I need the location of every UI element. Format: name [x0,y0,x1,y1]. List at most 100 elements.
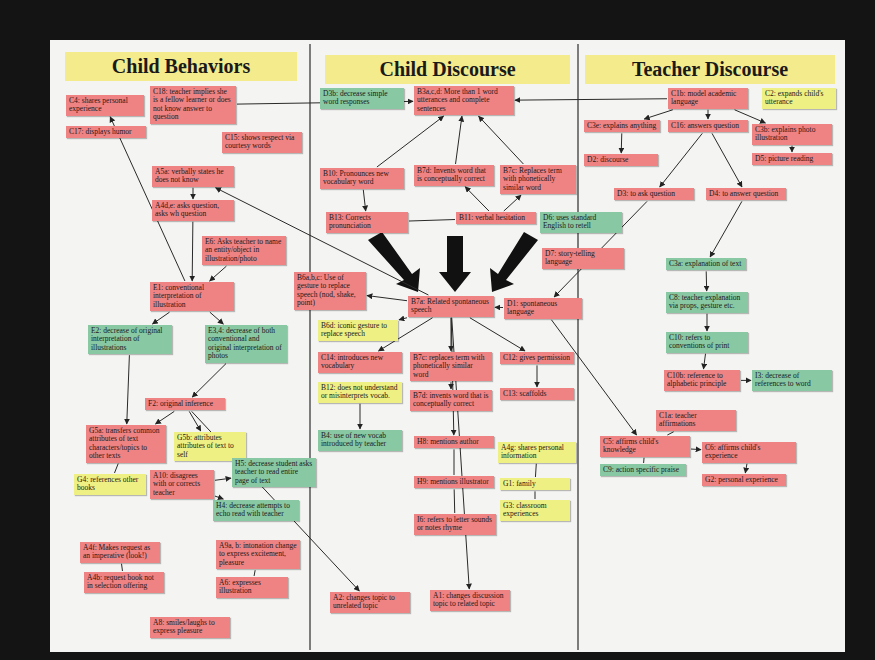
connector [367,296,407,301]
note-text: B7c: replaces term with phonetically sim… [413,354,489,379]
sticky-note: B10: Pronounces new vocabulary word [320,168,404,189]
connector [152,312,169,324]
sticky-note: C13: scaffolds [500,388,574,400]
note-text: B4: use of new vocab introduced by teach… [321,432,399,449]
note-text: B12: does not understand or misinterpret… [321,384,399,401]
connector [535,464,537,477]
connector [710,201,742,257]
note-text: G5a: transfers common attributes of text… [89,427,163,461]
note-text: A4b: request book not in selection offer… [87,574,161,591]
connector [479,116,524,164]
connector [792,146,793,152]
connector [708,110,709,119]
note-text: D4: to answer question [709,190,783,198]
sticky-note: B6d: iconic gesture to replace speech [318,320,398,341]
sticky-note: C8: teacher explanation via props, gestu… [666,292,748,313]
note-text: A8: smiles/laughs to express pleasure [153,619,227,636]
column-header: Child Behaviors [65,52,297,81]
connector [667,432,673,435]
note-text: E6: Asks teacher to name an entity/objec… [205,238,283,263]
sticky-note: C14: introduces new vocabulary [318,352,402,373]
note-text: C3b: explains photo illustration [755,126,829,143]
note-text: A4f: Makes request as an imperative (loo… [83,544,157,561]
note-text: B6d: iconic gesture to replace speech [321,322,395,339]
note-text: C17: displays humor [69,128,143,136]
note-text: B10: Pronounces new vocabulary word [323,170,401,187]
connector [537,365,538,387]
connector [114,464,118,473]
column-header: Teacher Discourse [585,55,835,84]
note-text: A6: expresses illustration [219,579,285,596]
sticky-note: A4d,e: asks question, asks wh question [152,200,234,221]
sticky-note: D7: story-telling language [542,248,624,269]
note-text: B13: Corrects pronunciation [329,214,405,231]
sticky-note: A6: expresses illustration [216,577,288,598]
column-header: Child Discourse [325,55,570,84]
note-text: C5: affirms child's knowledge [603,438,687,455]
sticky-note: C1a: teacher affirmations [656,410,736,431]
sticky-note: C17: displays humor [66,126,146,138]
sticky-note: C6: affirms child's experience [702,442,796,463]
sticky-note: I3: decrease of references to word [752,370,832,391]
note-text: A1: changes discussion topic to related … [433,592,507,609]
note-text: C2: expands child's utterance [765,90,833,107]
connector [470,318,525,351]
connector [660,133,703,187]
note-text: C3a: explanation of text [669,260,743,268]
connector [703,354,705,369]
note-text: D6: uses standard English to retell [543,214,619,231]
sticky-note: D2: discourse [584,154,658,166]
sticky-note: B7d: invents word that is conceptually c… [410,390,492,411]
connector [644,110,673,119]
sticky-note: B7a: Related spontaneous speech [408,296,494,317]
sticky-note: H8: mentions author [414,436,494,448]
connector [360,404,361,429]
note-text: E2: decrease of original interpretation … [91,327,169,352]
connector [495,307,503,308]
connector [515,99,667,100]
sticky-note: C3b: explains photo illustration [752,124,832,145]
sticky-note: A4f: Makes request as an imperative (loo… [80,542,160,563]
connector [706,271,708,291]
note-text: F2: original inference [148,400,222,408]
connector [456,116,462,164]
connector [454,489,456,513]
note-text: D3b: decrease simple word responses [323,90,401,107]
sticky-note: B7d: Invents word that is conceptually c… [414,165,494,186]
sticky-note: C16: answers question [668,120,748,132]
sticky-note: B13: Corrects pronunciation [326,212,408,233]
sticky-note: C2: expands child's utterance [762,88,836,109]
note-text: G2: personal experience [705,476,783,484]
header-text: Child Behaviors [69,55,293,78]
note-text: C9: action specific praise [603,466,683,474]
note-text: C18: teacher implies she is a fellow lea… [153,88,233,122]
sticky-note: A4g: shares personal information [498,442,576,463]
connector [691,449,701,451]
sticky-note: C15: shows respect via courtesy words [222,132,302,153]
sticky-note: D1: spontaneous language [504,298,582,319]
note-text: A4d,e: asks question, asks wh question [155,202,231,219]
connector [215,496,223,499]
note-text: A10: disagrees with or corrects teacher [153,472,211,497]
connector [451,382,452,389]
connector [363,190,365,211]
note-text: G1: family [503,480,567,488]
pointer-arrow [439,236,471,292]
sticky-note: B6a,b,c: Use of gesture to replace speec… [294,272,366,310]
note-text: G5b: attributes attributes of text to se… [177,434,243,459]
note-text: C8: teacher explanation via props, gestu… [669,294,745,311]
connector [621,133,623,153]
connector [504,195,521,211]
sticky-note: D5: picture reading [752,153,832,165]
note-text: E3,4: decrease of both conventional and … [208,327,284,361]
note-text: G4: references other books [77,476,143,493]
sticky-note: A8: smiles/laughs to express pleasure [150,617,230,638]
sticky-note: A10: disagrees with or corrects teacher [150,470,214,499]
pointer-arrow [490,232,538,292]
connector [192,222,194,281]
note-text: A4g: shares personal information [501,444,573,461]
sticky-note: H9: mentions illustrator [414,476,494,488]
note-text: C15: shows respect via courtesy words [225,134,299,151]
sticky-note: D6: uses standard English to retell [540,212,622,233]
